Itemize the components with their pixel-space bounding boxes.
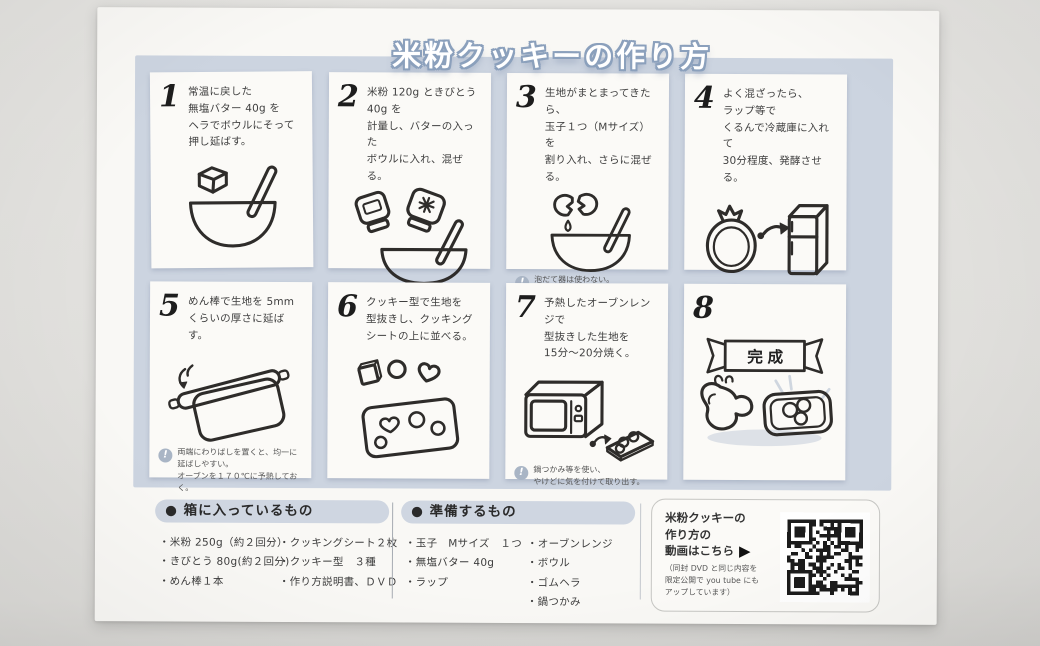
list-item: ・めん棒１本 (158, 575, 224, 588)
butter-bowl-illustration (159, 150, 304, 260)
step-card-8: 8 完成 (683, 283, 847, 481)
step-card-3: 3 生地がまとまってきたら、 玉子１つ（Mサイズ）を 割り入れ、さらに混ぜる。 … (506, 72, 670, 297)
divider (639, 503, 642, 600)
list-item: ・鍋つかみ (526, 596, 581, 609)
qr-code (779, 512, 871, 603)
step-text: 米粉 120g ときびとう 40g を 計量し、バターの入った ボウルに入れ、混… (366, 86, 477, 183)
step-text: 常温に戻した 無塩バター 40g を ヘラでボウルにそって 押し延ばす。 (187, 85, 295, 149)
video-info-box: 米粉クッキーの 作り方の 動画はこちら ▶ （同封 DVD と同じ内容を 限定公… (650, 498, 881, 613)
list-item: ・きびとう 80g(約２回分) (158, 555, 290, 569)
finished-cookies-illustration: 完成 (692, 310, 837, 473)
list-item: ・クッキングシート２枚 (278, 536, 398, 550)
prepare-list-col1: ・玉子 Mサイズ １つ ・無塩バター 40g ・ラップ (405, 535, 522, 594)
steps-panel: 1 常温に戻した 無塩バター 40g を ヘラでボウルにそって 押し延ばす。 2… (133, 55, 894, 492)
list-item: ・ボウル (526, 557, 571, 570)
step-card-4: 4 よく混ざったら、 ラップ等で くるんで冷蔵庫に入れて 30分程度、発酵させる… (684, 73, 848, 276)
step-number: 1 (158, 79, 181, 115)
list-item: ・米粉 250g（約２回分） (158, 536, 288, 550)
step-card-5: 5 めん棒で生地を 5mm くらいの厚さに延ばす。 ! 両端にわりばしを置くと、… (149, 281, 313, 492)
box-contents-list-col1: ・米粉 250g（約２回分） ・きびとう 80g(約２回分) ・めん棒１本 (159, 533, 290, 592)
pour-ingredients-illustration (337, 185, 481, 286)
step-card-1: 1 常温に戻した 無塩バター 40g を ヘラでボウルにそって 押し延ばす。 (149, 71, 314, 269)
cookie-cutter-illustration (336, 345, 481, 471)
step-text: めん棒で生地を 5mm くらいの厚さに延ばす。 (187, 295, 295, 342)
step-text: クッキー型で生地を 型抜きし、クッキング シートの上に並べる。 (365, 296, 473, 343)
step-card-7: 7 予熱したオーブンレンジで 型抜きした生地を 15分〜20分焼く。 (505, 282, 669, 486)
step-number: 5 (158, 288, 180, 324)
prepare-heading: ● 準備するもの (401, 500, 636, 525)
step-text: よく混ざったら、 ラップ等で くるんで冷蔵庫に入れて 30分程度、発酵させる。 (722, 87, 830, 184)
banner-text: 完成 (747, 347, 788, 366)
step-number: 4 (693, 80, 715, 116)
step-text: 生地がまとまってきたら、 玉子１つ（Mサイズ）を 割り入れ、さらに混ぜる。 (544, 87, 652, 184)
step-number: 2 (337, 79, 359, 115)
oven-bake-illustration (514, 362, 658, 464)
step-card-2: 2 米粉 120g ときびとう 40g を 計量し、バターの入った ボウルに入れ… (328, 72, 492, 285)
video-note: （同封 DVD と同じ内容を 限定公開で you tube にも アップしていま… (664, 563, 759, 598)
list-item: ・ラップ (404, 576, 449, 589)
prepare-list-col2: ・オーブンレンジ ・ボウル ・ゴムヘラ ・鍋つかみ (527, 535, 613, 613)
info-icon: ! (514, 465, 529, 480)
step-note: ! 鍋つかみ等を使い、 やけどに気を付けて取り出す。 (514, 464, 658, 489)
step-number: 3 (515, 79, 537, 116)
step-card-6: 6 クッキー型で生地を 型抜きし、クッキング シートの上に並べる。 (327, 282, 491, 479)
list-item: ・ゴムヘラ (526, 576, 581, 590)
list-item: ・玉子 Mサイズ １つ (404, 537, 523, 551)
step-number: 6 (336, 289, 358, 325)
video-caption-line: 作り方の (665, 527, 712, 542)
play-icon: ▶ (738, 542, 751, 561)
rolling-pin-illustration (158, 344, 302, 447)
video-caption-line: 米粉クッキーの (665, 510, 746, 525)
step-number: 7 (514, 289, 536, 326)
step-text: 予熱したオーブンレンジで 型抜きした生地を 15分〜20分焼く。 (543, 297, 651, 360)
box-contents-heading: ● 箱に入っているもの (155, 499, 390, 524)
wrap-fridge-illustration (693, 187, 837, 284)
info-icon: ! (158, 448, 173, 463)
instruction-sheet: 米粉クッキーの作り方 1 常温に戻した 無塩バター 40g を ヘラでボウルにそ… (94, 7, 940, 625)
list-item: ・無塩バター 40g (404, 556, 495, 570)
list-item: ・作り方説明書、ＤＶＤ (278, 575, 398, 589)
video-caption-line: 動画はこちら (664, 543, 735, 559)
step-note: ! 両端にわりばしを置くと、均一に 延ばしやすい。 オーブンを１７０℃に予熱して… (158, 446, 302, 495)
list-item: ・クッキー型 ３種 (278, 556, 377, 569)
box-contents-list-col2: ・クッキングシート２枚 ・クッキー型 ３種 ・作り方説明書、ＤＶＤ (279, 534, 398, 593)
page-title: 米粉クッキーの作り方 (392, 38, 713, 74)
list-item: ・オーブンレンジ (526, 538, 613, 551)
egg-crack-illustration (515, 186, 659, 275)
